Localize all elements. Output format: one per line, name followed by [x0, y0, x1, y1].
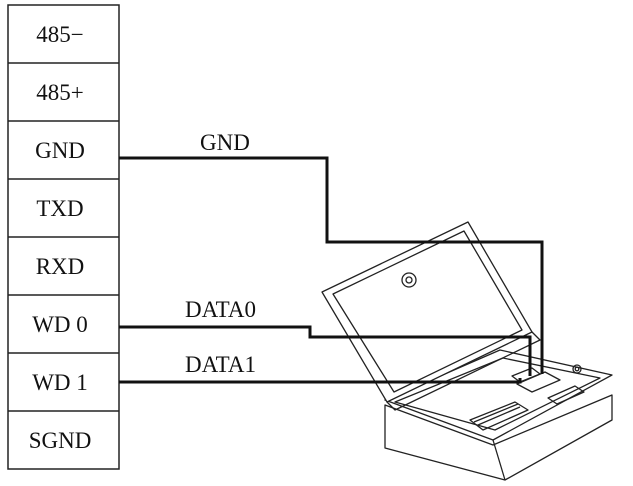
reader-latch — [547, 385, 585, 405]
wire-label-data0: DATA0 — [185, 297, 256, 322]
terminal-label-rxd: RXD — [36, 254, 85, 279]
reader-base-side — [384, 394, 613, 481]
terminal-label-485-minus: 485− — [36, 22, 83, 47]
reader-base-edge — [492, 439, 506, 481]
wire-data1 — [119, 378, 522, 384]
reader-base-inner-rim — [394, 357, 601, 431]
terminal-label-wd0: WD 0 — [32, 312, 88, 337]
terminal-label-txd: TXD — [36, 196, 83, 221]
reader-screw-lid-inner — [405, 276, 413, 284]
terminal-label-sgnd: SGND — [29, 428, 92, 453]
card-reader-icon — [321, 221, 613, 481]
wires — [119, 156, 544, 384]
terminal-label-gnd: GND — [35, 138, 85, 163]
reader-screw-base — [572, 364, 582, 374]
wire-label-data1: DATA1 — [185, 352, 256, 377]
terminal-block: 485− 485+ GND TXD RXD WD 0 WD 1 SGND — [7, 4, 120, 470]
reader-connector-pins — [473, 403, 519, 423]
reader-connector — [469, 401, 529, 431]
reader-lid-inner — [332, 230, 523, 393]
wire-data0 — [119, 325, 532, 376]
terminal-label-485-plus: 485+ — [36, 80, 83, 105]
wire-label-gnd: GND — [200, 130, 250, 155]
reader-lid-hinge — [386, 331, 541, 411]
reader-screw-base-inner — [574, 366, 580, 372]
reader-connector-pins — [477, 406, 521, 426]
reader-terminal-block — [511, 367, 541, 383]
terminal-label-wd1: WD 1 — [32, 370, 88, 395]
reader-screw-lid — [401, 272, 417, 288]
wire-gnd — [119, 156, 544, 374]
